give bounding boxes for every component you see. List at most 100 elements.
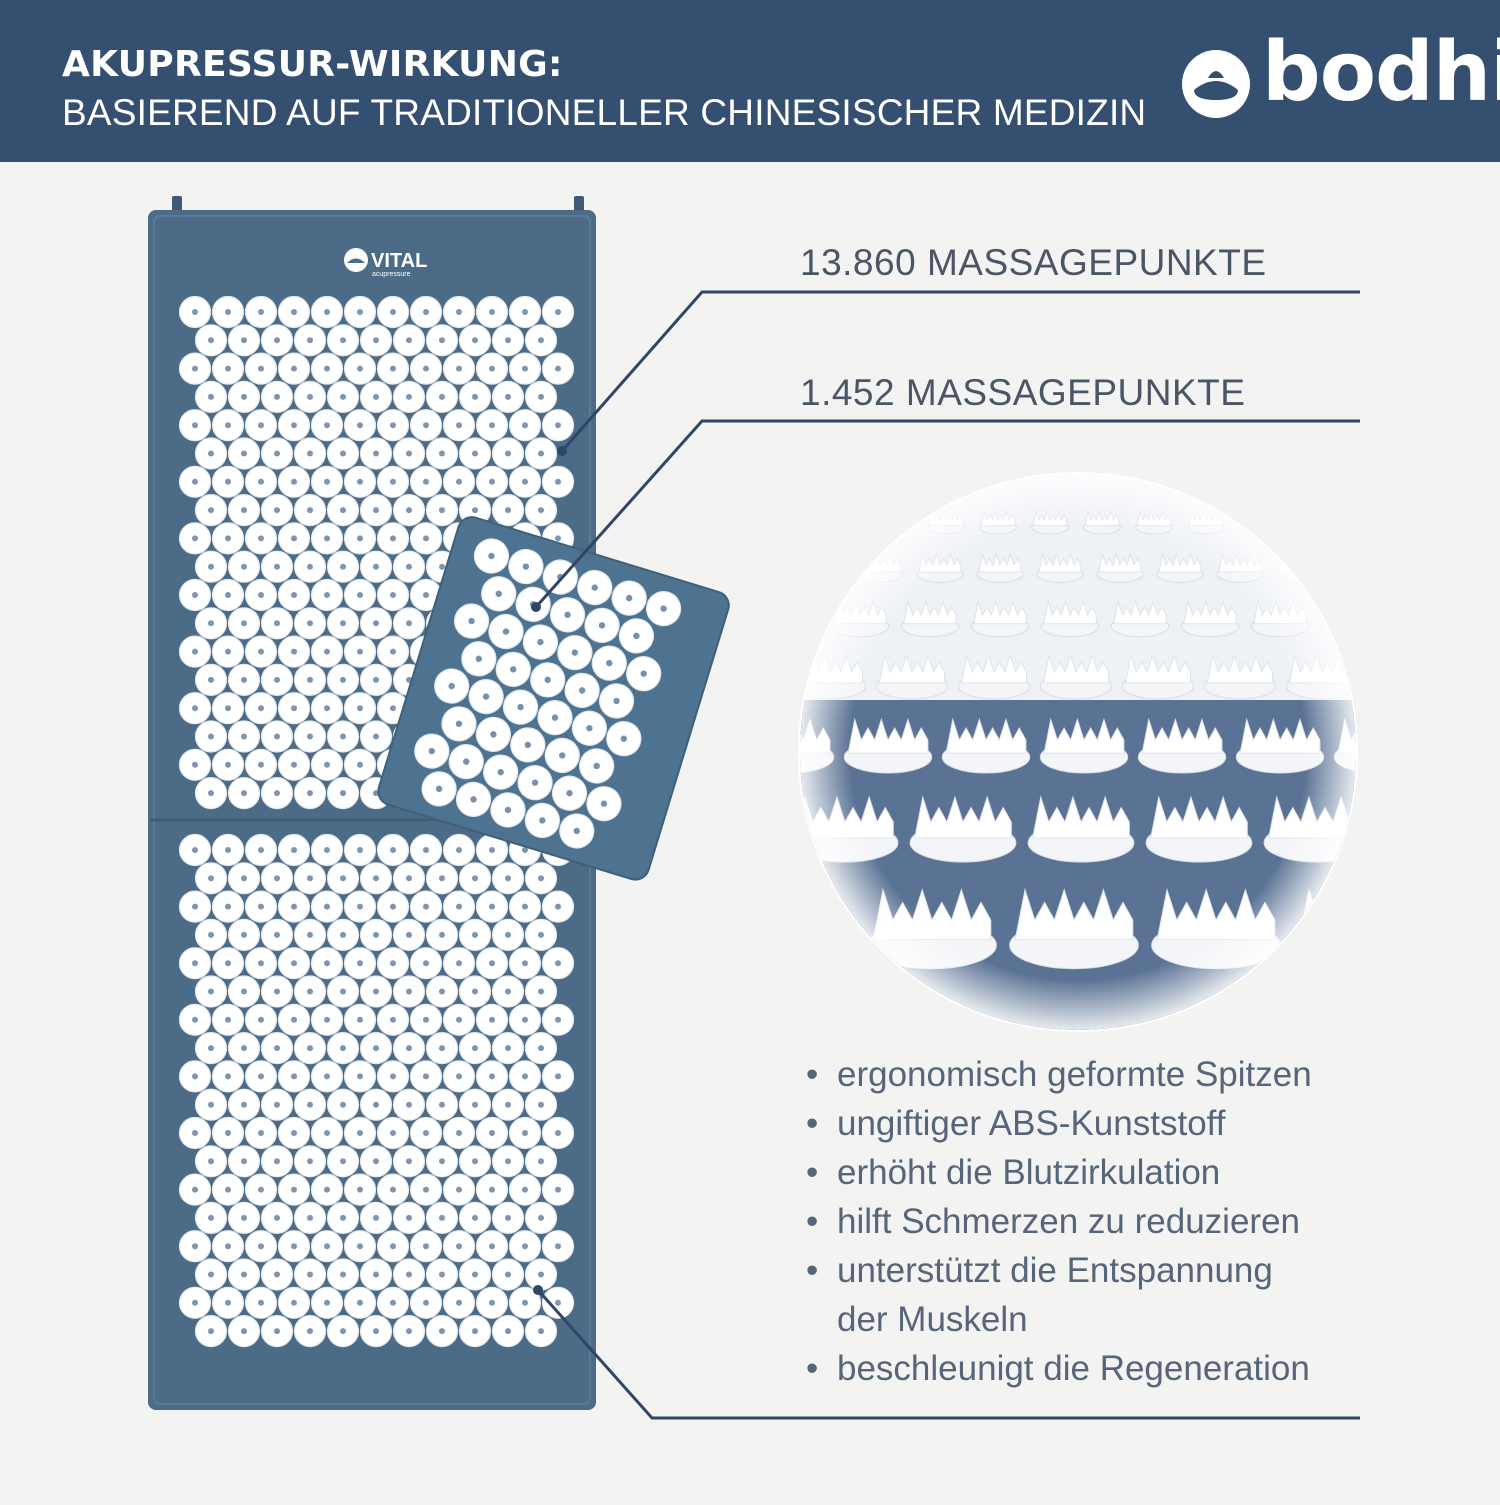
pillow-points-label: 1.452 MASSAGEPUNKTE (800, 372, 1246, 413)
mat-spike (326, 1031, 360, 1065)
mat-spike (277, 1286, 311, 1319)
mat-spike (227, 550, 261, 583)
mat-spike (194, 437, 228, 470)
mat-spike (178, 1173, 212, 1206)
mat-spike (376, 465, 410, 498)
mat-spike (277, 635, 311, 668)
mat-spike (326, 1088, 360, 1121)
leader-dot (531, 602, 541, 612)
mat-spike (326, 1201, 360, 1235)
mat-spike (277, 947, 311, 980)
mat-spike (227, 1314, 261, 1348)
mat-spike (310, 1173, 344, 1206)
mat-spike (524, 437, 558, 470)
mat-spike (541, 1060, 575, 1093)
mat-spike (359, 1314, 393, 1348)
mat-spike (211, 890, 245, 923)
mat-spike (392, 918, 426, 952)
mat-spike (376, 409, 410, 442)
mat-spike (277, 578, 311, 612)
mat-spike (211, 578, 245, 612)
mat-spike (244, 522, 278, 555)
mat-spike (409, 1173, 443, 1206)
mat-spike (458, 1201, 492, 1235)
mat-spike (475, 465, 509, 498)
mat-spike (260, 1088, 294, 1121)
mat-spike (260, 550, 294, 583)
mat-spike (524, 1031, 558, 1065)
mat-spike (178, 465, 212, 498)
mat-spike (260, 862, 294, 895)
mat-spike (260, 720, 294, 753)
mat-spike (475, 409, 509, 442)
closeup-spike (823, 509, 861, 535)
mat-spike (343, 890, 377, 923)
mat-spike (178, 1286, 212, 1319)
mat-spike (244, 890, 278, 923)
mat-spike (211, 833, 245, 867)
mat-spike (475, 1116, 509, 1150)
mat-spike (178, 833, 212, 867)
mat-spike (491, 1314, 525, 1348)
mat-spike (227, 918, 261, 952)
mat-spike (524, 975, 558, 1008)
mat-spike (491, 380, 525, 413)
mat-spike (244, 1230, 278, 1263)
mat-spike (491, 437, 525, 470)
mat-spike (425, 437, 459, 470)
mat-spike (244, 833, 278, 867)
mat-spike (293, 1031, 327, 1065)
feature-item: ergonomisch geformte Spitzen (806, 1050, 1406, 1099)
mat-spike (524, 1314, 558, 1348)
mat-spike (508, 947, 542, 980)
mat-spike (475, 295, 509, 329)
mat-spike (326, 324, 360, 357)
mat-spike (227, 776, 261, 810)
mat-spike (277, 1230, 311, 1263)
mat-spike (458, 1145, 492, 1178)
acupressure-pillow (377, 516, 730, 881)
mat-spike (376, 578, 410, 612)
mat-spike (244, 465, 278, 498)
mat-spike (260, 324, 294, 357)
mat-spike (227, 1258, 261, 1291)
mat-brand: VITAL (371, 250, 427, 272)
mat-spike (293, 1088, 327, 1121)
leader-line-pillow (534, 419, 1360, 608)
mat-spike (425, 918, 459, 952)
mat-spike (491, 1031, 525, 1065)
mat-spike (211, 1060, 245, 1093)
mat-spike (541, 947, 575, 980)
mat-spike (475, 1230, 509, 1263)
mat-spike (343, 578, 377, 612)
mat-spike (409, 1003, 443, 1036)
mat-spike (508, 1230, 542, 1263)
mat-spike (425, 1088, 459, 1121)
mat-spike (491, 494, 525, 527)
mat-spike (409, 1116, 443, 1150)
mat-spike (524, 324, 558, 357)
mat-spike (260, 776, 294, 810)
mat-spike (260, 918, 294, 952)
mat-spike (392, 1258, 426, 1291)
mat-spike (293, 720, 327, 753)
mat-spike (376, 352, 410, 385)
mat-spike (343, 635, 377, 668)
mat-spike (194, 862, 228, 895)
mat-spike (277, 465, 311, 498)
mat-spike (260, 494, 294, 527)
mat-spike (277, 1003, 311, 1036)
mat-spike (178, 1060, 212, 1093)
mat-spike (491, 1088, 525, 1121)
mat-spike (293, 550, 327, 583)
mat-spike (425, 1031, 459, 1065)
mat-spike (260, 1031, 294, 1065)
mat-spike (359, 380, 393, 413)
mat-spike (194, 1258, 228, 1291)
mat-spike (211, 692, 245, 725)
mat-spike (310, 578, 344, 612)
mat-spike (227, 1088, 261, 1121)
mat-spike (244, 1003, 278, 1036)
mat-spike (442, 1230, 476, 1263)
mat-spike (541, 1116, 575, 1150)
